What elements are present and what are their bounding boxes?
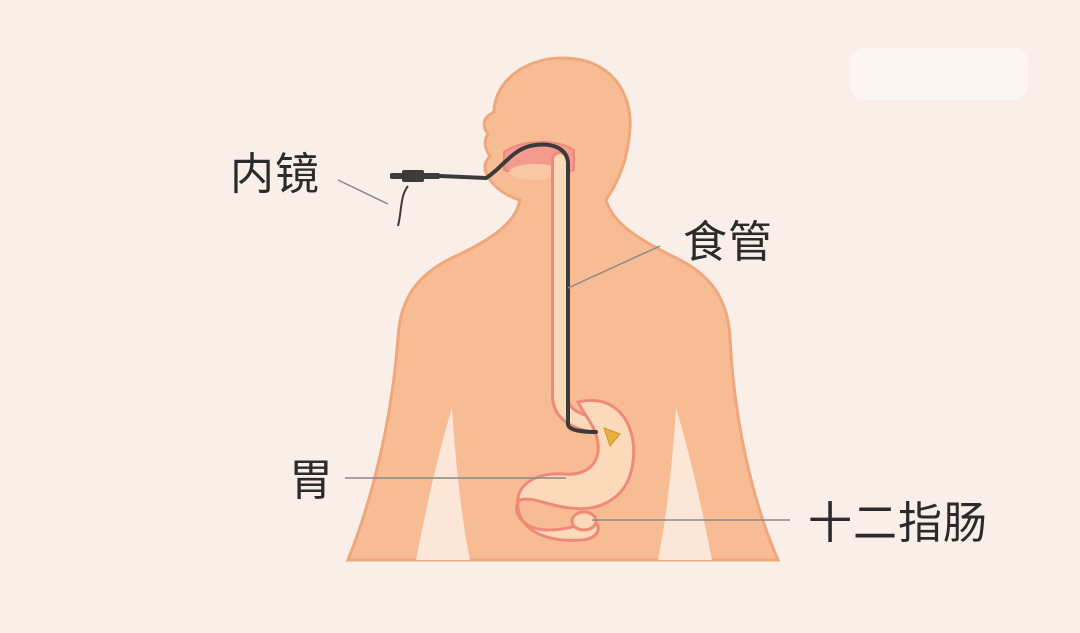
right-arm-gap [658, 408, 712, 560]
endoscope-label: 内镜 [230, 149, 320, 200]
esophagus-leader-line [567, 245, 661, 289]
stomach-label: 胃 [289, 455, 334, 506]
left-arm-gap [416, 408, 470, 560]
endoscope-leader-line [337, 179, 389, 205]
blurred-watermark [850, 48, 1028, 100]
duodenum-bulb [570, 510, 598, 532]
duodenum-label: 十二指肠 [808, 498, 988, 549]
endoscope-cable [397, 185, 409, 227]
endoscope-tip [603, 427, 621, 448]
tongue [509, 164, 561, 180]
endoscope-body [390, 173, 440, 179]
endoscope-tube [438, 142, 598, 434]
esophagus-label: 食管 [683, 217, 773, 268]
